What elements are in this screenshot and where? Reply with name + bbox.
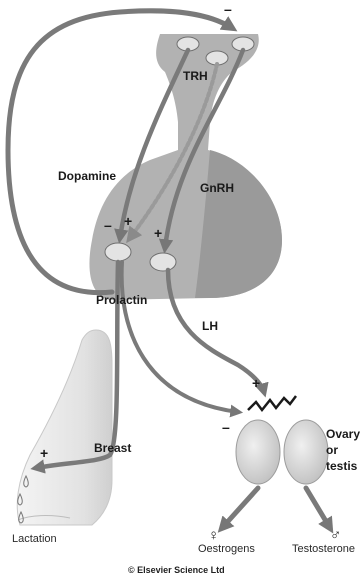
- male-symbol: ♂: [330, 527, 341, 544]
- trh-label: TRH: [183, 69, 208, 83]
- lactotroph-cell: [105, 243, 131, 261]
- gonads: [236, 420, 328, 484]
- ovary-gonad: [236, 420, 280, 484]
- ovary-label: Ovary: [326, 427, 360, 441]
- dopamine-minus-sign: –: [104, 217, 112, 233]
- inhibition-zigzag: [248, 396, 296, 410]
- or-label: or: [326, 443, 338, 457]
- oestrogens-arrow: [222, 488, 258, 528]
- gnrh-label: GnRH: [200, 181, 234, 195]
- testosterone-arrow: [306, 488, 330, 528]
- breast-illustration: [17, 330, 112, 525]
- oestrogens-label: Oestrogens: [198, 543, 255, 555]
- breast-label: Breast: [94, 441, 131, 455]
- lh-label: LH: [202, 319, 218, 333]
- gnrh-plus-sign: +: [154, 225, 162, 241]
- prolactin-label: Prolactin: [96, 293, 147, 307]
- trh-plus-sign: +: [124, 213, 132, 229]
- gonadotroph-cell: [150, 253, 176, 271]
- testis-label: testis: [326, 459, 358, 473]
- lactation-label: Lactation: [12, 533, 57, 545]
- female-symbol: ♀: [208, 527, 219, 544]
- top-minus-sign: –: [224, 1, 232, 17]
- gonad-minus-sign: –: [222, 419, 230, 435]
- lh-plus-sign: +: [252, 375, 260, 391]
- testosterone-label: Testosterone: [292, 543, 355, 555]
- testis-gonad: [284, 420, 328, 484]
- breast-plus-sign: +: [40, 445, 48, 461]
- dopamine-label: Dopamine: [58, 169, 116, 183]
- copyright-label: © Elsevier Science Ltd: [128, 565, 225, 575]
